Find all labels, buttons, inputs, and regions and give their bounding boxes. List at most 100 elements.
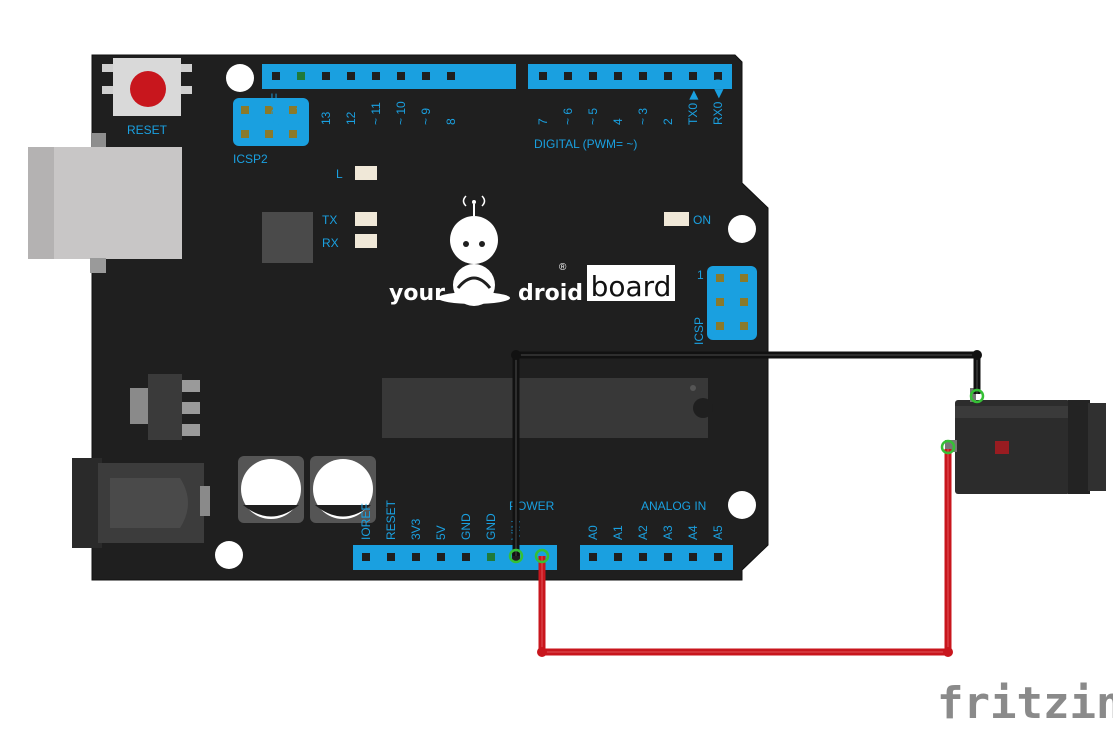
analog-header: [580, 545, 733, 570]
header-pin: [639, 72, 647, 80]
power-label: POWER: [509, 499, 555, 513]
mounting-hole: [226, 64, 254, 92]
header-pin: [664, 553, 672, 561]
pin-label: 13: [319, 111, 333, 125]
header-pin: [589, 72, 597, 80]
pin-label: ~ 5: [586, 108, 600, 125]
header-pin: [297, 72, 305, 80]
microcontroller-chip: [382, 378, 713, 438]
header-pin: [387, 553, 395, 561]
power-header: [353, 545, 557, 570]
header-pin: [714, 553, 722, 561]
pin-label: TX0 ▶ 1: [686, 80, 700, 125]
pin-label: ~ 9: [419, 108, 433, 125]
header-pin: [689, 72, 697, 80]
brand-right: droid: [518, 281, 583, 306]
header-pin: [437, 553, 445, 561]
pin-label: A0: [586, 525, 600, 540]
header-pin: [272, 72, 280, 80]
header-pin: [539, 72, 547, 80]
header-pin: [639, 553, 647, 561]
analog-label: ANALOG IN: [641, 499, 706, 513]
icsp2-header: [233, 98, 309, 146]
pin-label: IOREF: [359, 503, 373, 540]
capacitor: [238, 456, 304, 523]
mounting-hole: [728, 491, 756, 519]
led-tx: [355, 212, 377, 226]
led-on: [664, 212, 689, 226]
digital-header-right: [528, 64, 732, 89]
dc-motor: [945, 388, 1106, 494]
icsp-header: [707, 266, 757, 340]
capacitor: [310, 456, 376, 523]
led-l: [355, 166, 377, 180]
digital-pins: [272, 72, 722, 80]
brand-left: your: [389, 281, 445, 306]
reset-label: RESET: [127, 123, 168, 137]
mounting-hole: [728, 215, 756, 243]
droid-logo-icon: [438, 195, 510, 306]
header-pin: [487, 553, 495, 561]
pin-label: GND: [459, 513, 473, 540]
icsp-pin1-label: 1: [697, 268, 704, 282]
pin-label: ~ 11: [369, 102, 383, 125]
header-pin: [322, 72, 330, 80]
header-pin: [362, 553, 370, 561]
dc-power-jack: [72, 458, 210, 548]
header-pin: [614, 72, 622, 80]
pin-label: RX0 ◀ 0: [711, 79, 725, 125]
header-pin: [397, 72, 405, 80]
header-pin: [564, 72, 572, 80]
pin-label: A3: [661, 525, 675, 540]
digital-pin-labels: AREF GND 13 12 ~ 11 ~ 10 ~ 9 8 7 ~ 6 ~ 5 4 ~ 3 2 TX0 ▶…: [269, 79, 725, 125]
header-pin: [347, 72, 355, 80]
pin-label: ~ 3: [636, 108, 650, 125]
pin-label: GND: [294, 98, 308, 125]
header-pin: [589, 553, 597, 561]
pin-label: AREF: [269, 93, 283, 125]
digital-label: DIGITAL (PWM= ~): [534, 137, 637, 151]
led-l-label: L: [336, 167, 343, 181]
header-pin: [372, 72, 380, 80]
header-pin: [689, 553, 697, 561]
pin-label: 8: [444, 118, 458, 125]
header-pin: [422, 72, 430, 80]
pin-label: 5V: [434, 525, 448, 540]
pin-label: ~ 6: [561, 108, 575, 125]
header-pin: [614, 553, 622, 561]
wire-joints: [508, 350, 985, 657]
pin-label: GND: [484, 513, 498, 540]
header-pin: [664, 72, 672, 80]
pin-label: 2: [661, 118, 675, 125]
led-rx: [355, 234, 377, 248]
reset-button[interactable]: [102, 58, 192, 116]
header-pin: [512, 553, 520, 561]
pin-label: ~ 10: [394, 101, 408, 125]
header-pin: [412, 553, 420, 561]
usb-chip: [262, 212, 313, 263]
pin-label: RESET: [384, 499, 398, 540]
pin-label: A5: [711, 525, 725, 540]
pin-label: A1: [611, 525, 625, 540]
power-analog-pins: [362, 553, 722, 561]
brand-box-text: board: [591, 270, 672, 303]
pin-label: 4: [611, 118, 625, 125]
led-tx-label: TX: [322, 213, 337, 227]
pin-label: 7: [536, 118, 550, 125]
registered-mark: ®: [559, 262, 567, 273]
led-on-label: ON: [693, 213, 711, 227]
icsp2-label: ICSP2: [233, 152, 268, 166]
brand-box: [587, 265, 675, 301]
voltage-regulator: [130, 374, 200, 440]
fritzing-watermark: fritzing: [937, 678, 1113, 729]
pin-label: A2: [636, 525, 650, 540]
header-pin: [447, 72, 455, 80]
mounting-hole: [215, 541, 243, 569]
pin-label: 12: [344, 111, 358, 125]
pin-label: A4: [686, 525, 700, 540]
pin-label: 3V3: [409, 518, 423, 540]
header-pin: [462, 553, 470, 561]
